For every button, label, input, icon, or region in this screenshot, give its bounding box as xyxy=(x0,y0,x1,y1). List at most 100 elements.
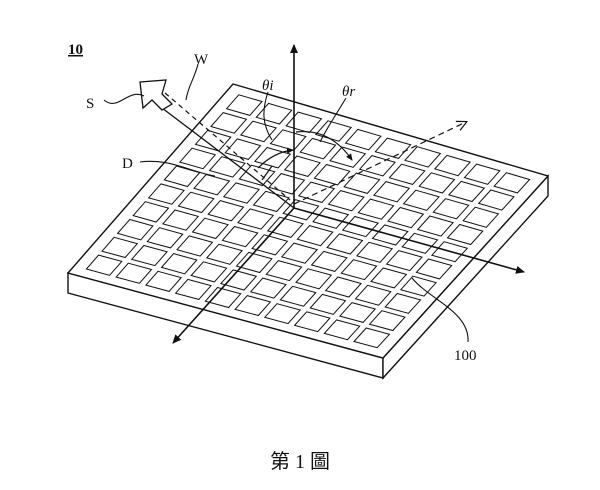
leader-surface xyxy=(411,277,469,343)
incident-angle-arc xyxy=(257,147,294,169)
grid-cell xyxy=(234,295,272,317)
grid-cell xyxy=(313,163,351,186)
grid-cell xyxy=(295,268,333,290)
grid-cell xyxy=(251,234,289,256)
grid-cell xyxy=(255,102,293,125)
grid-cell xyxy=(285,111,323,134)
leader-wave xyxy=(185,63,199,101)
incident-ray xyxy=(161,107,295,209)
grid-cell xyxy=(235,251,273,274)
grid-cell xyxy=(279,285,317,307)
grid-cell xyxy=(160,253,198,275)
grid-cell xyxy=(179,147,217,170)
grid-cell xyxy=(293,311,331,333)
x-axis xyxy=(293,207,525,274)
grid-cell xyxy=(85,254,123,276)
source-emitter xyxy=(139,79,174,111)
grid-cell xyxy=(416,215,455,237)
grid-cell xyxy=(310,250,348,272)
grid-cell xyxy=(208,156,246,178)
grid-cell xyxy=(493,172,531,194)
grid-cell xyxy=(344,128,382,151)
y-axis xyxy=(172,207,295,344)
grid-cell xyxy=(222,182,260,204)
source-label: S xyxy=(86,96,94,112)
grid-cell xyxy=(263,303,302,325)
grid-cell xyxy=(418,172,456,194)
grid-cell xyxy=(326,233,364,255)
grid-cell xyxy=(370,267,408,289)
grid-cell xyxy=(132,201,170,223)
grid-cell xyxy=(207,200,245,222)
grid-cell xyxy=(433,154,472,177)
leader-direction xyxy=(139,160,216,177)
reflected-angle-arc xyxy=(295,130,353,161)
grid-cell xyxy=(101,236,139,259)
grid-cell xyxy=(354,284,392,306)
grid-cell xyxy=(447,180,486,203)
grid-cell xyxy=(205,243,244,265)
grid-cell xyxy=(144,270,183,292)
grid-cell xyxy=(147,183,186,205)
grid-cell xyxy=(225,94,263,116)
grid-cell xyxy=(446,223,484,246)
grid-cell xyxy=(387,206,425,229)
grid-cell xyxy=(404,146,442,168)
leader-source xyxy=(103,93,145,104)
grid-cell xyxy=(116,218,154,241)
grid-cell xyxy=(385,250,423,272)
grid-cell xyxy=(266,216,304,238)
grid-cell xyxy=(296,225,334,247)
grid-cell xyxy=(238,164,276,187)
grid-cell xyxy=(219,269,258,291)
incident-wave-dashed xyxy=(164,92,291,201)
figure-ref-label: 10 xyxy=(68,42,83,58)
grid-cell xyxy=(384,292,422,314)
grid-cell xyxy=(374,137,412,159)
cell-grid xyxy=(85,94,531,349)
grid-cell xyxy=(353,327,391,349)
grid-cell xyxy=(174,278,212,300)
grid-cell xyxy=(388,163,426,185)
grid-cell xyxy=(280,242,319,264)
grid-cell xyxy=(221,225,259,248)
grid-cell xyxy=(236,208,275,230)
grid-cell xyxy=(239,120,277,143)
grid-cell xyxy=(372,181,411,203)
reflected-angle-label: θr xyxy=(342,84,355,100)
grid-cell xyxy=(176,235,214,257)
grid-cell xyxy=(432,198,470,220)
grid-cell xyxy=(115,262,153,284)
leader-theta-i xyxy=(263,91,273,141)
grid-cell xyxy=(146,227,184,249)
grid-cell xyxy=(190,261,228,283)
grid-cell xyxy=(415,258,453,280)
grid-cell xyxy=(327,190,365,212)
grid-cell xyxy=(130,244,169,267)
grid-cell xyxy=(210,112,248,134)
grid-cell xyxy=(265,260,303,282)
figure-caption: 第 1 圖 xyxy=(270,450,330,473)
grid-cell xyxy=(340,259,378,281)
grid-cell xyxy=(177,191,215,214)
grid-cell xyxy=(161,209,200,231)
grid-cell xyxy=(191,217,229,240)
grid-cell xyxy=(343,172,381,194)
grid-cell xyxy=(324,276,363,298)
grid-cell xyxy=(402,189,440,211)
grid-cell xyxy=(368,310,406,332)
grid-cell xyxy=(463,163,501,185)
grid-cell xyxy=(299,137,337,160)
grid-cell xyxy=(252,190,290,213)
grid-cell xyxy=(193,173,231,196)
wave-label: W xyxy=(194,52,209,68)
grid-cell xyxy=(355,241,394,263)
incident-tick xyxy=(261,165,273,181)
grid-cell xyxy=(309,293,347,315)
grid-cell xyxy=(323,319,361,341)
leader-theta-r xyxy=(319,97,347,143)
grid-cell xyxy=(338,302,377,323)
incident-angle-label: θi xyxy=(262,78,274,94)
